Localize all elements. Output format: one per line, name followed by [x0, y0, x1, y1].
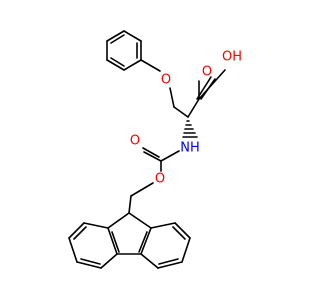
carbamate-group: [128, 147, 180, 214]
double-bond-inner: [110, 34, 125, 44]
bond: [169, 87, 175, 108]
bond: [128, 212, 152, 229]
amine-nh-label: NH: [180, 141, 200, 156]
bond: [68, 222, 85, 239]
bond: [68, 237, 78, 263]
double-bond-inner: [110, 57, 125, 67]
bond: [128, 195, 132, 214]
structure-svg: O OH O NH O O: [0, 0, 300, 300]
bond: [198, 69, 226, 100]
double-bond-inner: [80, 258, 101, 265]
bond: [123, 59, 142, 71]
bond: [173, 106, 189, 118]
bond: [157, 261, 183, 269]
carbamate-ester-oxygen-label: O: [155, 172, 165, 187]
ether-oxygen-label: O: [161, 73, 171, 88]
bond: [140, 253, 159, 269]
bond: [106, 30, 125, 42]
bond: [181, 237, 191, 263]
bond: [83, 222, 109, 229]
carboxyl-hydroxyl-label: OH: [222, 50, 242, 65]
bond: [143, 151, 162, 162]
bond: [107, 212, 130, 229]
bond: [196, 76, 212, 100]
side-chain: [140, 59, 226, 118]
double-bond-inner: [172, 226, 186, 240]
bond: [100, 253, 118, 269]
bond: [187, 98, 200, 118]
bond: [140, 227, 152, 255]
bond: [150, 222, 176, 229]
bond: [130, 182, 154, 197]
phenyl-ring: [106, 30, 142, 71]
background: [0, 0, 300, 300]
bond: [123, 30, 142, 42]
fluorene-system: [68, 212, 191, 269]
hashed-wedge-bond: [182, 120, 198, 138]
double-bond-inner: [142, 147, 160, 158]
bond: [174, 222, 191, 239]
double-bond-inner: [73, 226, 87, 240]
bond: [107, 227, 118, 255]
bond: [76, 261, 102, 269]
double-bond-inner: [158, 258, 179, 265]
carbamate-carbonyl-oxygen-label: O: [130, 134, 140, 149]
molecule-diagram: O OH O NH O O: [0, 0, 300, 300]
carboxyl-carbonyl-oxygen-label: O: [202, 65, 212, 80]
bond: [160, 150, 180, 162]
bond: [140, 59, 161, 72]
double-bond-inner: [138, 231, 148, 253]
double-bond-inner: [111, 231, 120, 253]
bond: [106, 59, 125, 71]
